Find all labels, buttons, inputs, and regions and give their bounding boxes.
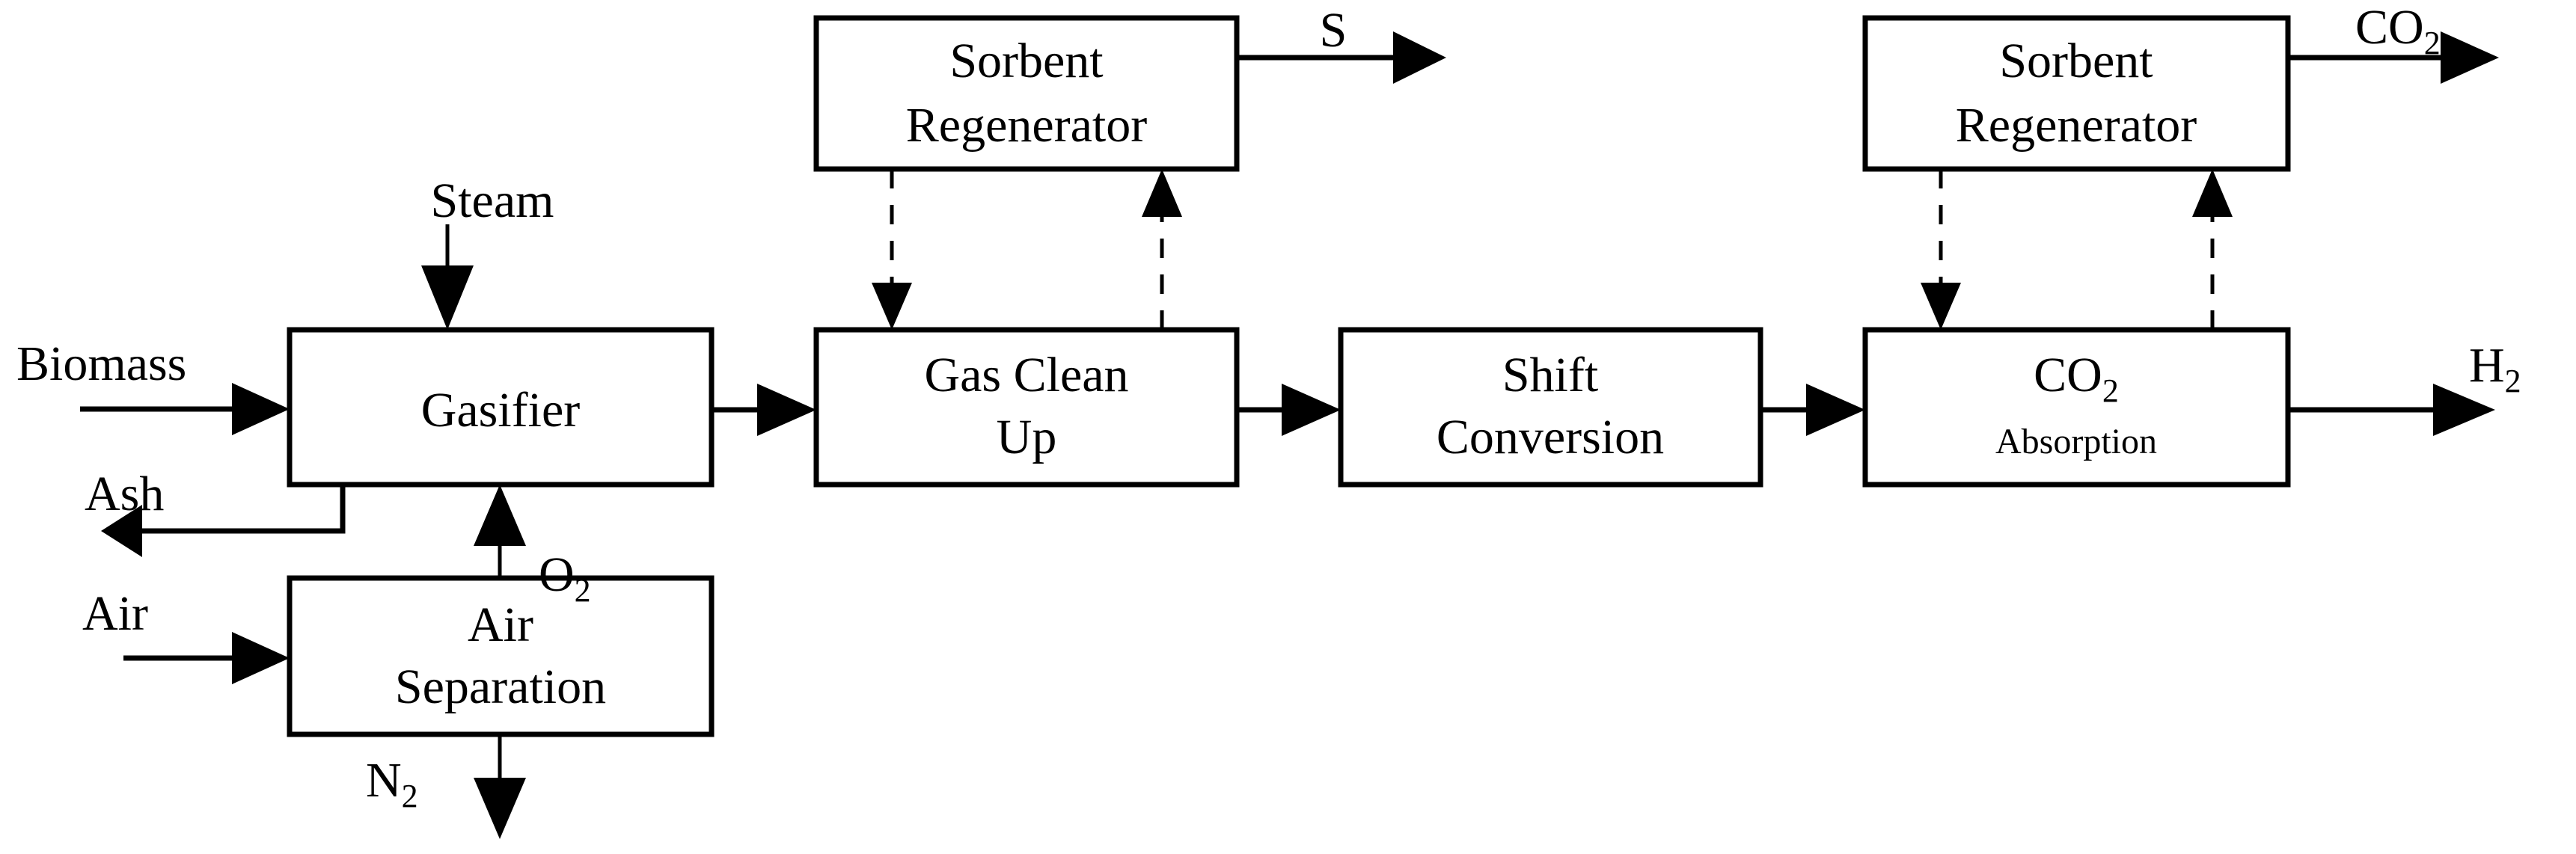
unit-box-shift-conversion[interactable] xyxy=(1338,327,1763,488)
gas-clean-up-to-regen1-arrow-head xyxy=(1142,169,1182,217)
stream-label-biomass: Biomass xyxy=(16,337,186,391)
gas-clean-up-to-shift-arrow-head xyxy=(1282,384,1341,436)
unit-box-sorbent-regenerator-2[interactable] xyxy=(1862,15,2291,172)
unit-label-co2-absorption-line1: CO2 xyxy=(2034,348,2119,409)
stream-label-air: Air xyxy=(82,586,148,641)
unit-label-sorbent-regenerator-2-line1: Sorbent xyxy=(1999,34,2153,88)
co2-absorption-to-regen2-arrow-head xyxy=(2192,169,2233,217)
hydrogen-arrow-head xyxy=(2433,384,2495,436)
co2-vent-subscript: 2 xyxy=(2424,25,2441,61)
co2-vent-base: CO xyxy=(2355,0,2424,55)
ash-stream-line xyxy=(120,485,346,534)
unit-box-gasifier[interactable] xyxy=(287,327,715,488)
unit-label-air-separation-line2: Separation xyxy=(395,660,606,714)
unit-box-co2-absorption[interactable] xyxy=(1862,327,2291,488)
unit-label-gas-clean-up-line1: Gas Clean xyxy=(924,348,1128,402)
stream-label-co2-vent: CO2 xyxy=(2355,0,2441,61)
co2-absorption-base: CO xyxy=(2034,348,2102,402)
unit-box-air-separation[interactable] xyxy=(287,575,715,737)
unit-label-sorbent-regenerator-1-line1: Sorbent xyxy=(949,34,1103,88)
hydrogen-base: H xyxy=(2469,338,2505,393)
stream-label-hydrogen: H2 xyxy=(2469,338,2521,399)
stream-label-steam: Steam xyxy=(431,173,554,228)
nitrogen-arrow-head xyxy=(474,778,526,839)
biomass-arrow-head xyxy=(232,383,290,435)
oxygen-base: O xyxy=(539,547,575,602)
sulfur-arrow-head xyxy=(1393,31,1446,84)
regen2-to-co2-absorption-arrow-head xyxy=(1921,283,1961,330)
unit-label-air-separation-line1: Air xyxy=(468,598,533,652)
stream-label-oxygen: O2 xyxy=(539,547,591,609)
stream-label-sulfur: S xyxy=(1320,3,1347,58)
regen1-to-gas-clean-up-arrow-head xyxy=(872,283,912,330)
unit-label-gasifier: Gasifier xyxy=(421,383,581,437)
gasifier-to-gas-clean-up-arrow-head xyxy=(757,384,816,436)
oxygen-arrow-head xyxy=(474,485,526,546)
oxygen-subscript: 2 xyxy=(575,572,591,609)
unit-label-sorbent-regenerator-2-line2: Regenerator xyxy=(1956,98,2197,153)
shift-to-co2-absorption-arrow-head xyxy=(1806,384,1865,436)
unit-label-shift-conversion-line2: Conversion xyxy=(1437,410,1664,464)
unit-label-sorbent-regenerator-1-line2: Regenerator xyxy=(906,98,1148,153)
unit-box-sorbent-regenerator-1[interactable] xyxy=(813,15,1240,172)
stream-label-nitrogen: N2 xyxy=(366,753,418,814)
unit-label-shift-conversion-line1: Shift xyxy=(1502,348,1598,402)
hydrogen-subscript: 2 xyxy=(2505,363,2521,399)
co2-vent-arrow-head xyxy=(2441,31,2499,84)
unit-label-gas-clean-up-line2: Up xyxy=(997,410,1057,464)
nitrogen-subscript: 2 xyxy=(402,778,418,814)
co2-absorption-subscript: 2 xyxy=(2102,372,2119,409)
air-arrow-head xyxy=(232,632,290,684)
ash-arrow-head xyxy=(101,505,142,557)
unit-label-co2-absorption-line2: Absorption xyxy=(1995,422,2157,461)
stream-label-ash: Ash xyxy=(85,467,164,521)
nitrogen-base: N xyxy=(366,753,402,808)
steam-arrow-head xyxy=(421,265,474,330)
